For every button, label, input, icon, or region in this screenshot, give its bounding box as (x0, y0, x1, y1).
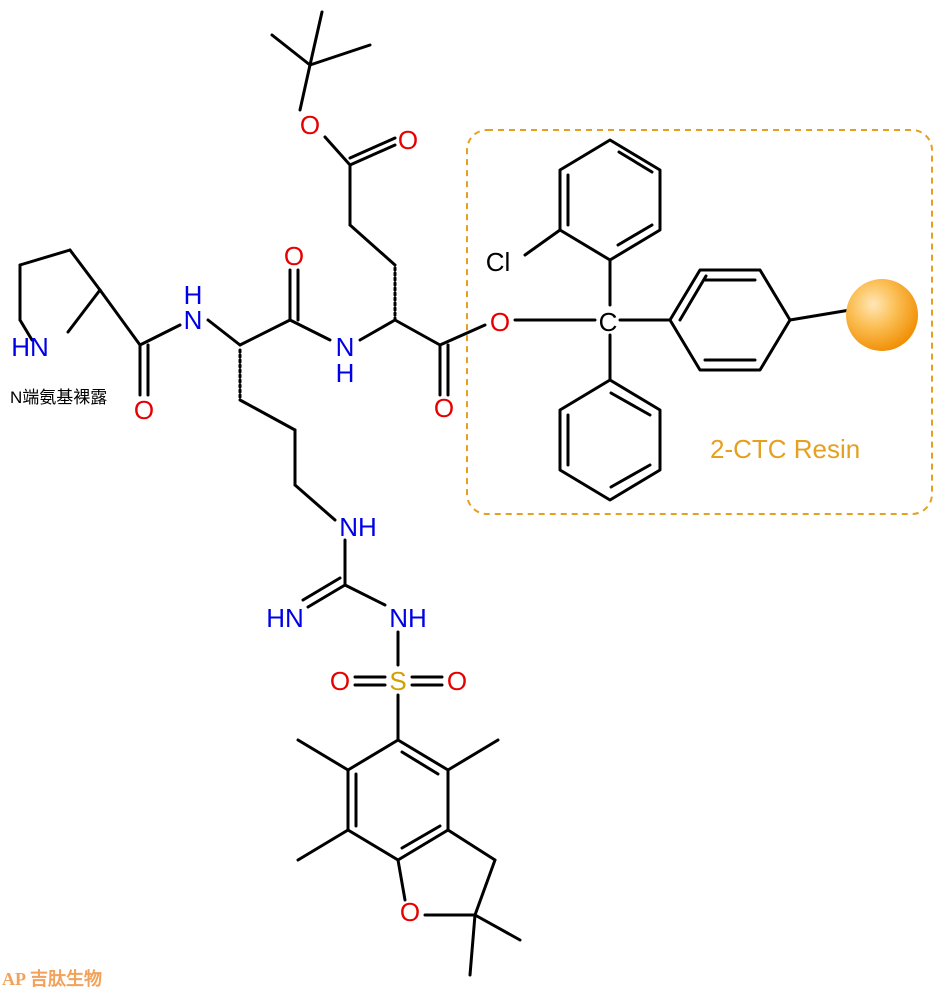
sulfonyl-oxygen-left: O (330, 666, 350, 696)
glutamate-backbone (270, 10, 487, 397)
ester-oxygen: O (490, 307, 510, 337)
amide-bond-1 (138, 323, 182, 397)
watermark-text: 吉肽生物 (30, 968, 102, 989)
n-terminal-note: N端氨基裸露 (10, 388, 107, 407)
watermark-logo-mark: AP (2, 969, 26, 989)
dihydrofuran-oxygen: O (400, 897, 420, 927)
proline-nitrogen: HN (11, 332, 49, 362)
watermark-logo: AP 吉肽生物 (2, 968, 102, 989)
chlorine-atom: Cl (486, 247, 511, 277)
linker-phenyl-ring (668, 268, 852, 372)
sulfonyl-group (353, 675, 444, 742)
arg-side-chain-nh: NH (339, 512, 377, 542)
guanidine-nh: NH (389, 603, 427, 633)
tbu-carbonyl-oxygen: O (398, 125, 418, 155)
imine-hn: HN (266, 603, 304, 633)
resin-frame (466, 129, 933, 515)
tbu-ester-oxygen: O (300, 110, 320, 140)
phenyl-ring (558, 333, 662, 502)
arg-alpha-nitrogen: N (184, 305, 203, 335)
chlorophenyl-ring (523, 138, 662, 307)
pbf-benzene-ring (296, 738, 522, 977)
arginine-backbone (206, 268, 337, 522)
glu-alpha-hydrogen: H (336, 358, 355, 388)
resin-bead (846, 279, 918, 351)
sulfonyl-oxygen-right: O (447, 666, 467, 696)
amide-1-oxygen: O (134, 395, 154, 425)
ester-carbonyl-oxygen: O (434, 393, 454, 423)
amide-2-oxygen: O (284, 241, 304, 271)
resin-label: 2-CTC Resin (710, 434, 860, 464)
arg-alpha-hydrogen: H (184, 280, 203, 310)
guanidine-group (301, 538, 400, 667)
trityl-carbon: C (599, 307, 618, 337)
proline-ring (18, 248, 142, 347)
glu-alpha-nitrogen: N (336, 332, 355, 362)
sulfur-atom: S (389, 666, 406, 696)
